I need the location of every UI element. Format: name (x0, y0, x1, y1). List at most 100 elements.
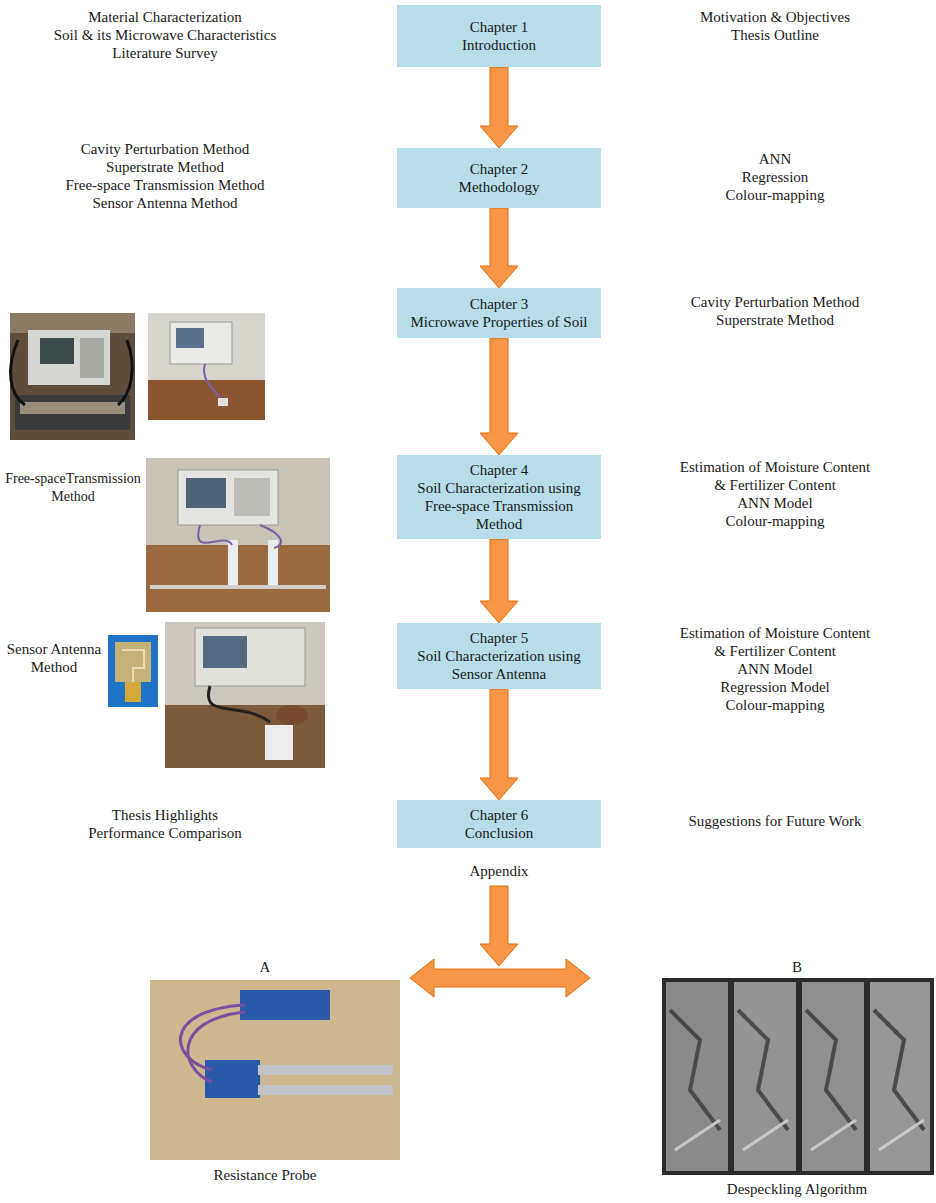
analyzer-screen (40, 338, 74, 364)
probe-prong (258, 1065, 393, 1075)
cable (11, 340, 25, 405)
analyzer (178, 470, 278, 525)
side-note: Superstrate Method (20, 158, 310, 176)
chapter-box: Chapter 5Soil Characterization using Sen… (397, 623, 601, 689)
block-arrow (480, 208, 518, 288)
table (148, 380, 265, 420)
antenna-board (115, 642, 151, 682)
side-note: Cavity Perturbation Method (20, 140, 310, 158)
side-note: Superstrate Method (645, 311, 905, 329)
probe-board (205, 1060, 260, 1098)
block-arrow (480, 338, 518, 455)
side-note: Cavity Perturbation Method (645, 293, 905, 311)
chapter-box: Chapter 2Methodology (397, 148, 601, 208)
sma-connector (125, 682, 141, 702)
side-note: Soil & its Microwave Characteristics (20, 26, 310, 44)
photo-wall (148, 313, 265, 420)
chapter-title: Introduction (462, 36, 536, 54)
cable (208, 686, 270, 722)
analyzer (170, 322, 232, 364)
lab-photo (146, 458, 330, 612)
analyzer-screen (186, 478, 226, 508)
side-note: Free-spaceTransmission Method (3, 470, 143, 506)
chapter-box: Chapter 1Introduction (397, 5, 601, 67)
double-block-arrow (410, 959, 590, 997)
side-note: ANN Model (645, 660, 905, 678)
chapter-number: Chapter 3 (470, 295, 529, 313)
chapter-number: Chapter 1 (470, 18, 529, 36)
bench (15, 395, 130, 430)
side-note: Thesis Highlights (20, 806, 310, 824)
wire (188, 1012, 245, 1082)
lab-photo (165, 622, 325, 768)
terrain-pattern (675, 1120, 924, 1150)
side-note: Performance Comparison (20, 824, 310, 842)
photo-ground (10, 313, 135, 440)
block-arrow (480, 539, 518, 623)
cable (260, 525, 281, 548)
side-note: Thesis Outline (645, 26, 905, 44)
side-note: ANN (645, 150, 905, 168)
chapter-title: Soil Characterization using Free-space T… (405, 479, 593, 533)
lab-photo (148, 313, 265, 420)
chapter-number: Chapter 4 (470, 461, 529, 479)
block-arrow (480, 67, 518, 148)
side-note: Regression Model (645, 678, 905, 696)
chapter-title: Soil Characterization using Sensor Anten… (405, 647, 593, 683)
antenna-holder (228, 540, 238, 585)
photo-ground (662, 978, 934, 1175)
chapter-number: Chapter 5 (470, 629, 529, 647)
soil-cup (265, 725, 293, 760)
side-note: Colour-mapping (645, 186, 905, 204)
antenna-trace (122, 650, 144, 682)
side-note: Estimation of Moisture Content & Fertili… (676, 624, 874, 660)
chapter-box: Chapter 4Soil Characterization using Fre… (397, 455, 601, 539)
analyzer (28, 330, 110, 385)
side-note: Sensor Antenna Method (4, 640, 104, 676)
despeckling-photo (662, 978, 934, 1175)
side-note: Motivation & Objectives (645, 8, 905, 26)
side-note: B (782, 958, 812, 976)
sample-holder (218, 398, 228, 406)
photo-ground (108, 635, 158, 707)
side-note: Resistance Probe (175, 1166, 355, 1184)
cable (204, 364, 222, 400)
cavity (20, 402, 125, 414)
side-note: Colour-mapping (645, 696, 905, 714)
side-note: Colour-mapping (645, 512, 905, 530)
side-note: Despeckling Algorithm (697, 1180, 897, 1198)
chapter-title: Microwave Properties of Soil (410, 313, 587, 331)
lab-photo (10, 313, 135, 440)
photo-wall (146, 458, 330, 612)
analyzer-panel (80, 338, 104, 378)
image-panel (734, 982, 796, 1171)
antenna-photo (108, 635, 158, 707)
module-board (240, 990, 330, 1020)
side-note: Literature Survey (20, 44, 310, 62)
chapter-title: Conclusion (465, 824, 533, 842)
side-note: Suggestions for Future Work (645, 812, 905, 830)
side-note: Estimation of Moisture Content & Fertili… (676, 458, 874, 494)
side-note: A (250, 958, 280, 976)
side-note: Regression (645, 168, 905, 186)
photo-ground (150, 980, 400, 1160)
analyzer-panel (234, 478, 270, 516)
block-arrow (480, 689, 518, 800)
chapter-number: Chapter 6 (470, 806, 529, 824)
probe-photo (150, 980, 400, 1160)
analyzer-screen (176, 328, 204, 348)
photo-wall (165, 622, 325, 768)
probe-prong (258, 1085, 393, 1095)
chapter-title: Methodology (459, 178, 540, 196)
terrain-pattern (670, 1010, 924, 1130)
side-note: Appendix (399, 862, 599, 880)
image-panel (870, 982, 930, 1171)
rail (150, 585, 326, 589)
hand (276, 705, 308, 725)
cable (198, 525, 232, 545)
side-note: Material Characterization (20, 8, 310, 26)
image-panel (666, 982, 728, 1171)
chapter-box: Chapter 3Microwave Properties of Soil (397, 288, 601, 338)
side-note: Free-space Transmission Method (20, 176, 310, 194)
chapter-box: Chapter 6Conclusion (397, 800, 601, 848)
